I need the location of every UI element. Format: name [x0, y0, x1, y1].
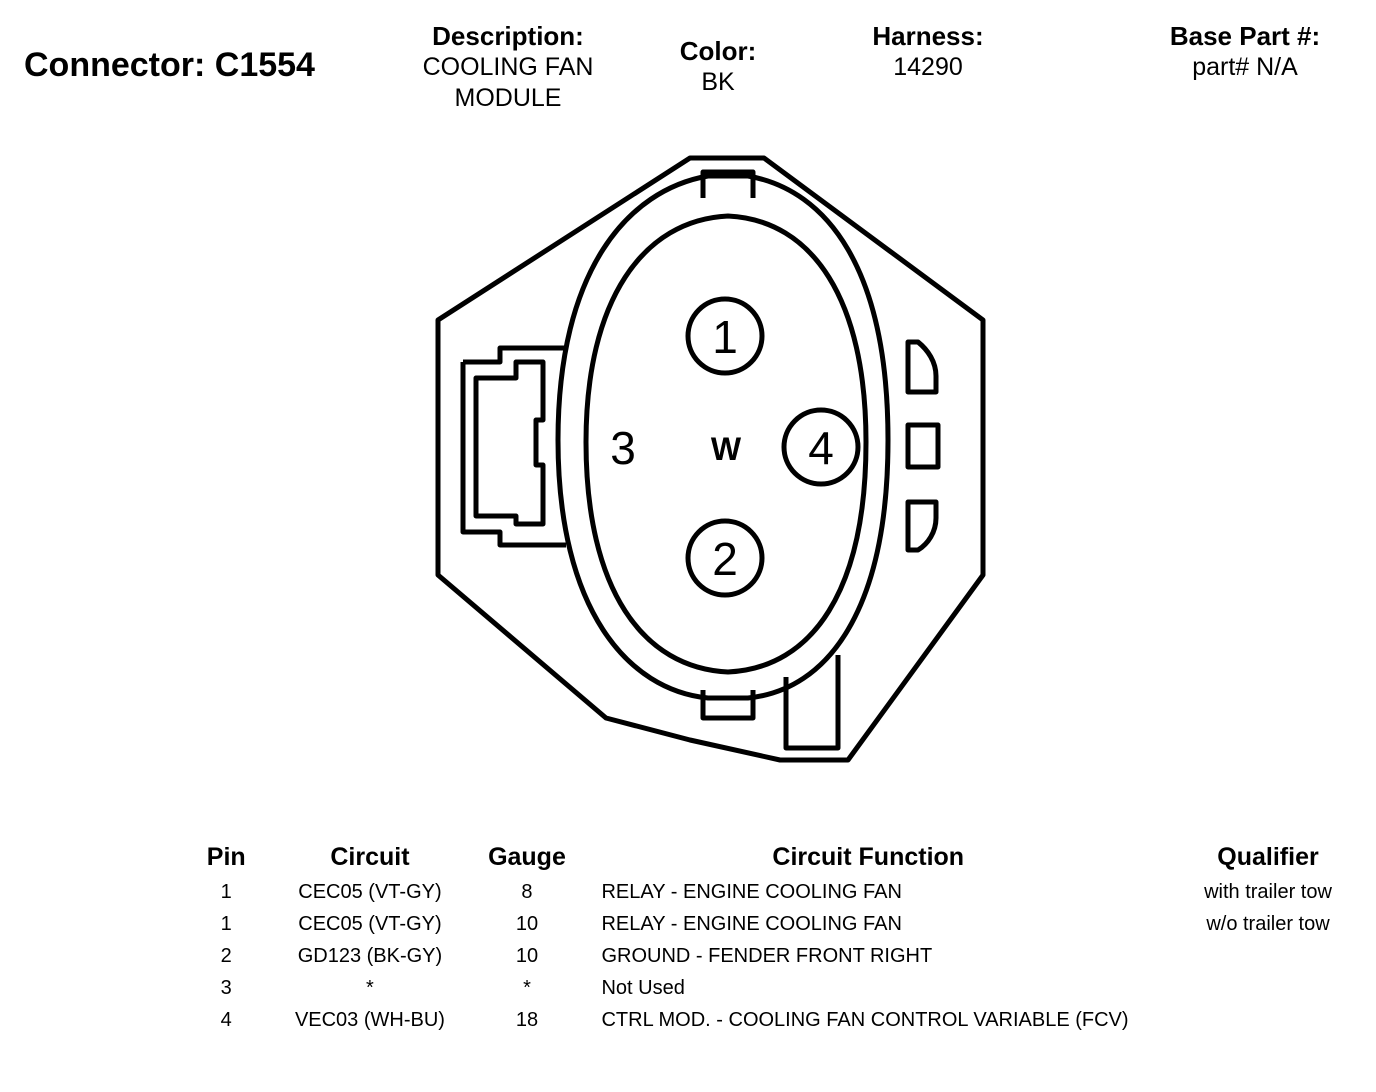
table-row: 4 VEC03 (WH-BU) 18 CTRL MOD. - COOLING F… — [190, 1004, 1376, 1036]
pin-table: Pin Circuit Gauge Circuit Function Quali… — [190, 838, 1376, 1036]
cell-circuit: CEC05 (VT-GY) — [298, 880, 442, 903]
pin-2-circle — [685, 518, 765, 598]
cell-pin: 1 — [220, 912, 232, 935]
table-row: 2 GD123 (BK-GY) 10 GROUND - FENDER FRONT… — [190, 940, 1376, 972]
inner-oval — [583, 213, 869, 675]
pin-4-circle — [781, 407, 861, 487]
cell-gauge: 10 — [515, 912, 539, 935]
base-part-label: Base Part #: — [1169, 21, 1321, 51]
cell-gauge: 8 — [521, 880, 533, 903]
description-label: Description: — [432, 21, 584, 51]
header-gauge: Gauge — [488, 842, 566, 871]
left-latch-outer — [463, 345, 566, 365]
cell-function: GROUND - FENDER FRONT RIGHT — [601, 944, 933, 967]
key-mark-label: W — [711, 431, 742, 467]
housing-outline — [435, 155, 986, 763]
right-key-middle — [905, 422, 941, 470]
cell-circuit: VEC03 (WH-BU) — [294, 1008, 445, 1031]
description-value-line2: MODULE — [454, 84, 562, 112]
color-label: Color: — [679, 36, 757, 66]
pin-table-header-row: Pin Circuit Gauge Circuit Function Quali… — [190, 838, 1376, 876]
bottom-tab — [700, 690, 756, 721]
base-part-field: Base Part #: part# N/A — [1130, 20, 1360, 83]
outer-oval — [555, 173, 891, 701]
left-latch-outer-bottom — [460, 362, 566, 548]
cell-pin: 3 — [220, 976, 232, 999]
cell-qualifier: w/o trailer tow — [1206, 912, 1330, 935]
pin-1-circle — [685, 296, 765, 376]
cell-qualifier — [1160, 972, 1376, 1004]
left-latch-inner — [473, 359, 546, 527]
table-row: 3 * * Not Used — [190, 972, 1376, 1004]
connector-face-diagram: 1 2 3 4 W — [435, 155, 986, 763]
cell-function: RELAY - ENGINE COOLING FAN — [601, 880, 902, 903]
base-part-value: part# N/A — [1192, 53, 1298, 81]
header-circuit-function: Circuit Function — [772, 842, 965, 871]
cell-gauge: * — [523, 976, 531, 999]
pin-4-label: 4 — [808, 422, 834, 474]
cell-qualifier — [1160, 1004, 1376, 1036]
top-latch-tab — [700, 169, 756, 198]
header-qualifier: Qualifier — [1217, 842, 1319, 871]
cell-circuit: GD123 (BK-GY) — [297, 944, 443, 967]
right-key-bottom — [905, 499, 939, 553]
color-value: BK — [701, 68, 735, 96]
cell-pin: 1 — [220, 880, 232, 903]
right-key-top — [905, 339, 939, 395]
cell-gauge: 18 — [515, 1008, 539, 1031]
cell-circuit: CEC05 (VT-GY) — [298, 912, 442, 935]
cell-qualifier — [1160, 940, 1376, 972]
harness-field: Harness: 14290 — [828, 20, 1028, 83]
cell-circuit: * — [366, 976, 374, 999]
cell-function: RELAY - ENGINE COOLING FAN — [601, 912, 902, 935]
cell-function: CTRL MOD. - COOLING FAN CONTROL VARIABLE… — [601, 1008, 1129, 1031]
cell-qualifier: with trailer tow — [1204, 880, 1332, 903]
bottom-lock-slot — [783, 655, 841, 751]
cell-pin: 4 — [220, 1008, 232, 1031]
description-value-line1: COOLING FAN — [422, 53, 594, 81]
connector-title: Connector: C1554 — [24, 46, 315, 84]
description-field: Description: COOLING FAN MODULE — [388, 20, 628, 114]
header-circuit: Circuit — [330, 842, 410, 871]
pin-2-label: 2 — [712, 533, 738, 585]
pin-3-label: 3 — [610, 422, 636, 474]
cell-gauge: 10 — [515, 944, 539, 967]
table-row: 1 CEC05 (VT-GY) 8 RELAY - ENGINE COOLING… — [190, 876, 1376, 908]
header-pin: Pin — [206, 842, 246, 871]
pin-1-label: 1 — [712, 311, 738, 363]
table-row: 1 CEC05 (VT-GY) 10 RELAY - ENGINE COOLIN… — [190, 908, 1376, 940]
harness-value: 14290 — [893, 53, 963, 81]
harness-label: Harness: — [872, 21, 984, 51]
color-field: Color: BK — [648, 35, 788, 98]
cell-pin: 2 — [220, 944, 232, 967]
cell-function: Not Used — [601, 976, 685, 999]
